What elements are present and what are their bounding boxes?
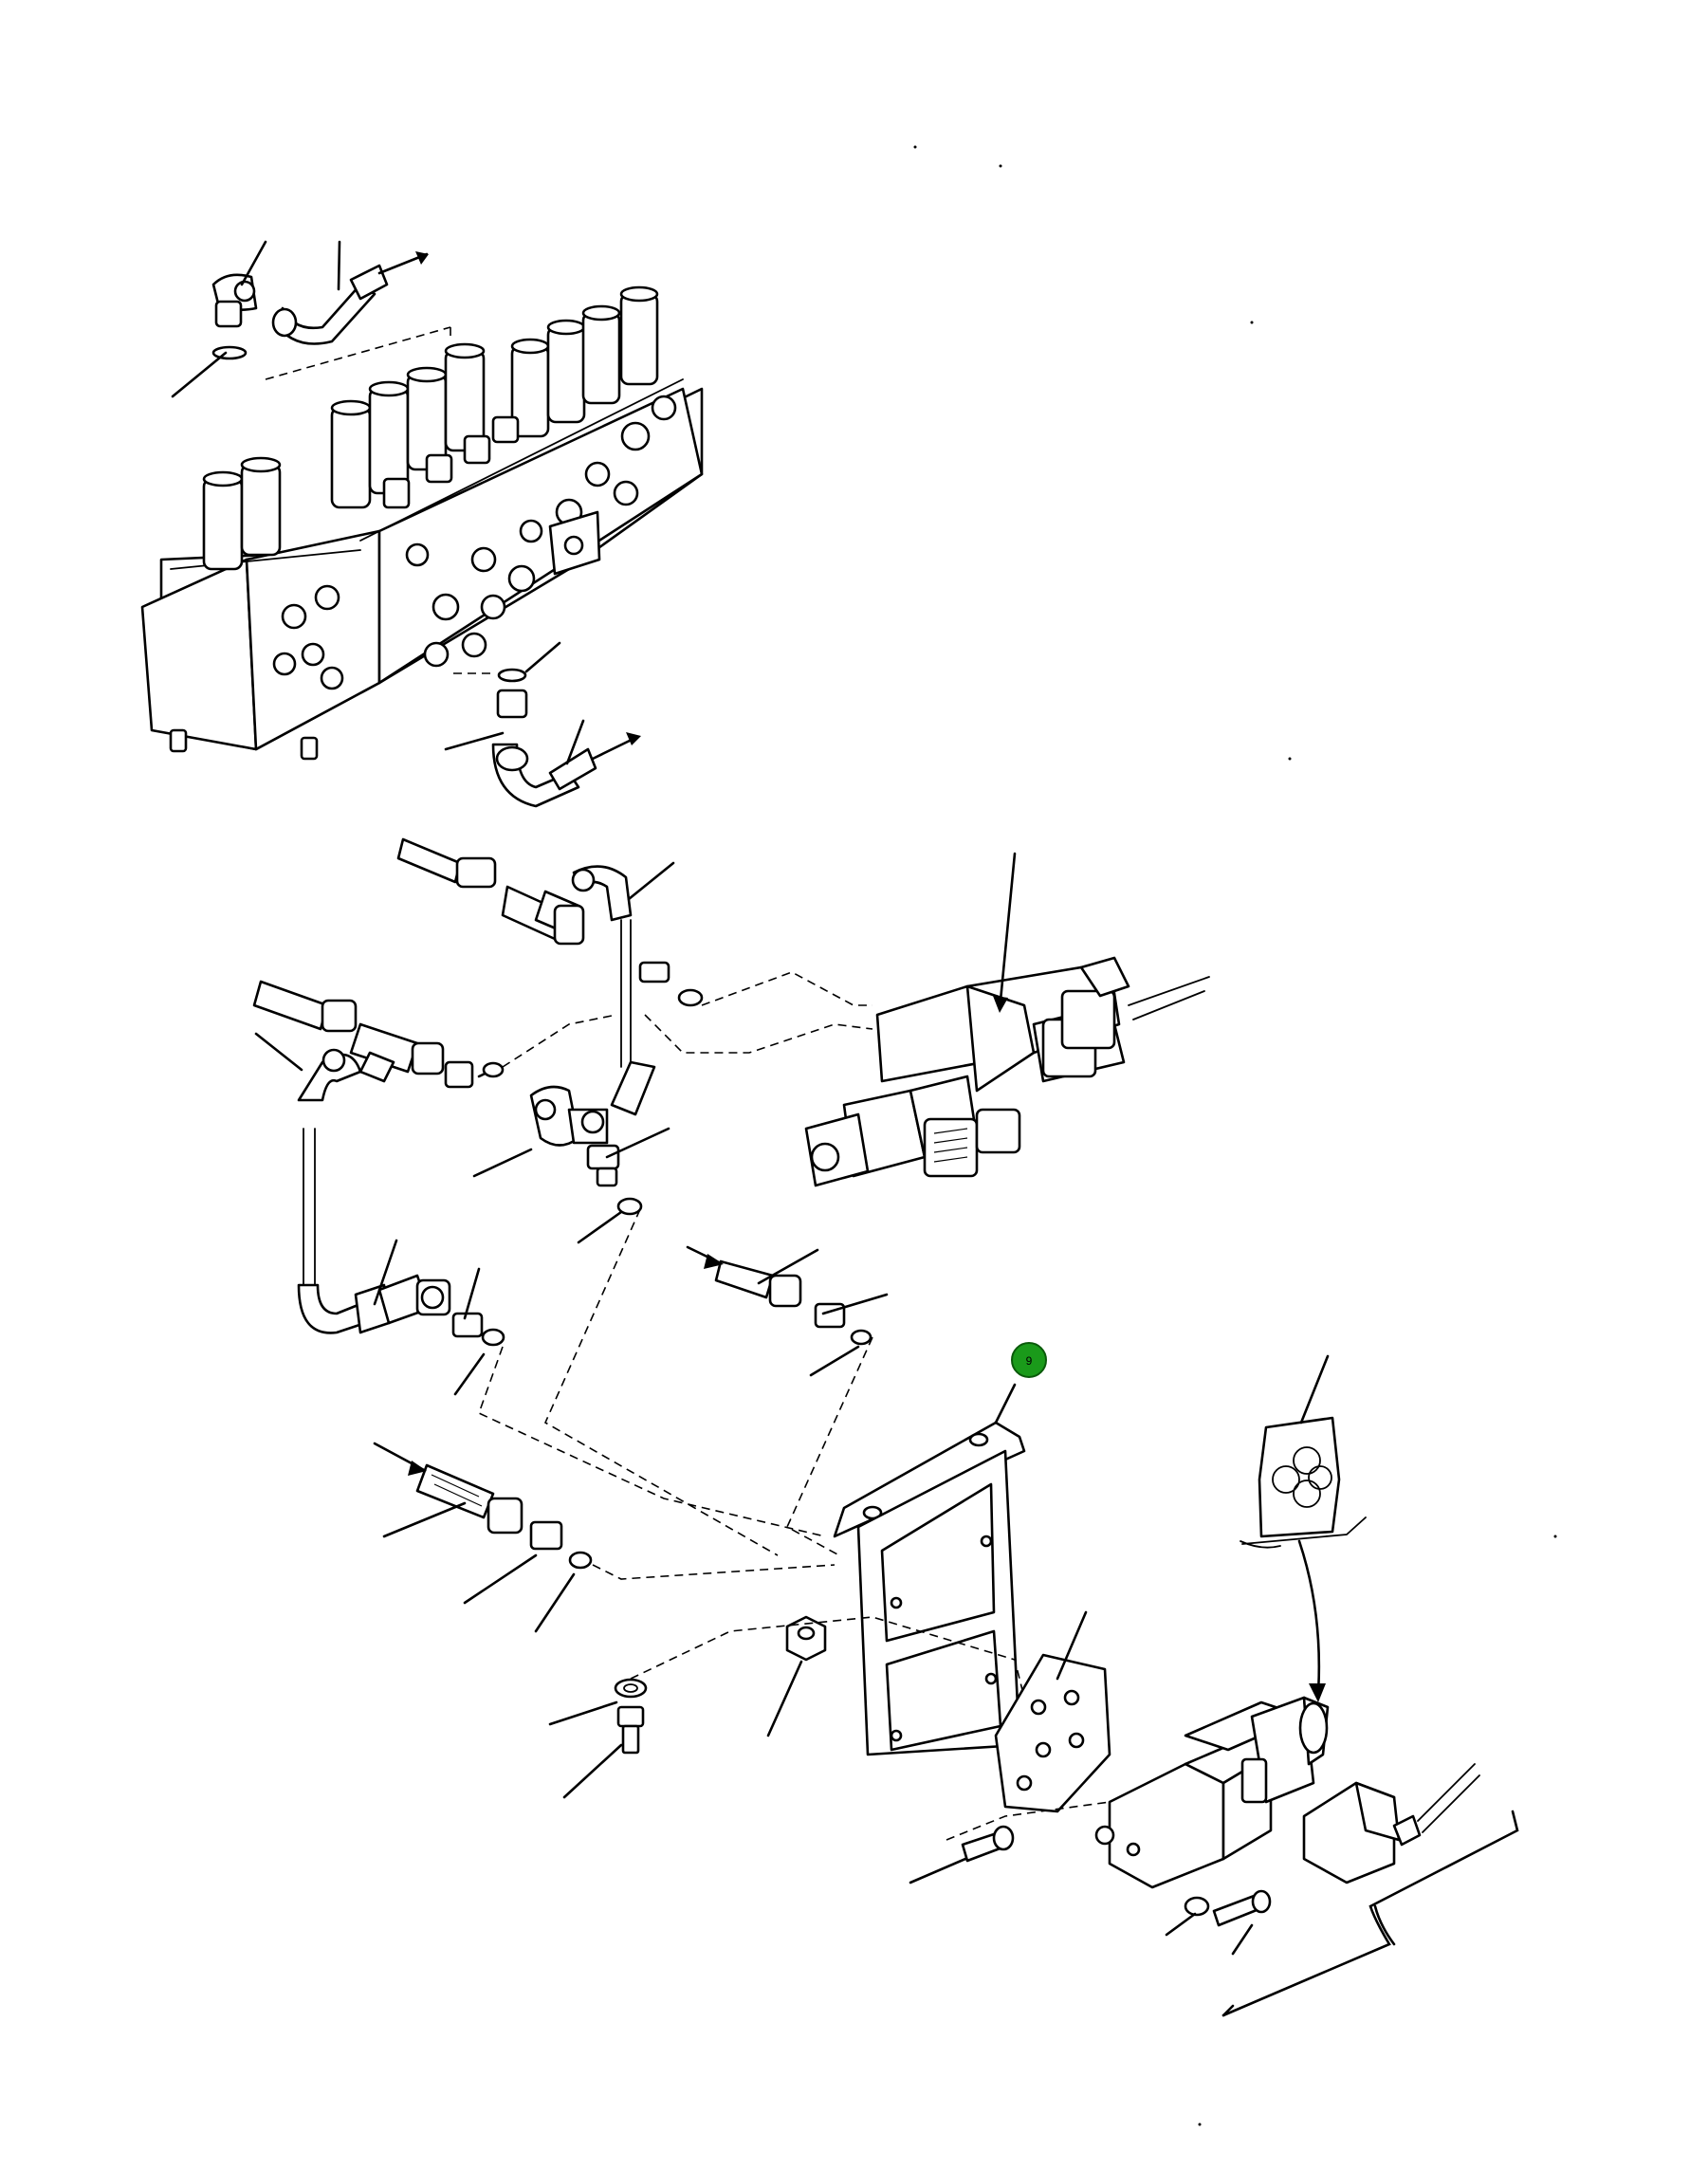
- electrical-connector: [1302, 1763, 1480, 1884]
- mounting-bracket: [833, 1421, 1026, 1756]
- callout-label: 9: [1026, 1354, 1033, 1368]
- adapter-fitting-mid: [638, 961, 704, 1007]
- control-valve-bank: [140, 285, 704, 761]
- hose-assembly-left: [252, 980, 474, 1102]
- hose-assembly-lower-left: [297, 1274, 451, 1334]
- hose-assembly-upper: [396, 837, 633, 946]
- adapter-fitting-lower-left: [451, 1312, 505, 1347]
- hose-fitting-right: [714, 1259, 872, 1346]
- leader-line: [171, 351, 228, 398]
- group-bracket-line: [1221, 1810, 1519, 2017]
- top-elbow-fitting: [211, 264, 389, 360]
- leader-line: [240, 240, 267, 286]
- hose-fitting-bottom-left: [415, 1463, 593, 1570]
- washer-and-screw-right: [1184, 1889, 1272, 1927]
- adapter-plate: [994, 1653, 1111, 1813]
- valve-solenoids: [202, 285, 659, 571]
- callout-marker[interactable]: 9: [1011, 1342, 1047, 1378]
- solenoid-directional-valve: [1094, 1696, 1330, 1889]
- cap-screw-left: [961, 1825, 1015, 1863]
- washer-and-bolt: [614, 1678, 648, 1755]
- mounting-nut: [785, 1615, 827, 1662]
- instruction-label-decal: [1241, 1416, 1367, 1545]
- solenoid-valve-assembly: [804, 956, 1210, 1187]
- callout-circle[interactable]: [1011, 1342, 1047, 1378]
- lower-elbow-fitting: [491, 668, 597, 808]
- leader-line: [337, 240, 341, 291]
- adapter-fitting-right: [586, 1144, 643, 1216]
- elbow-fitting-right: [529, 1060, 656, 1147]
